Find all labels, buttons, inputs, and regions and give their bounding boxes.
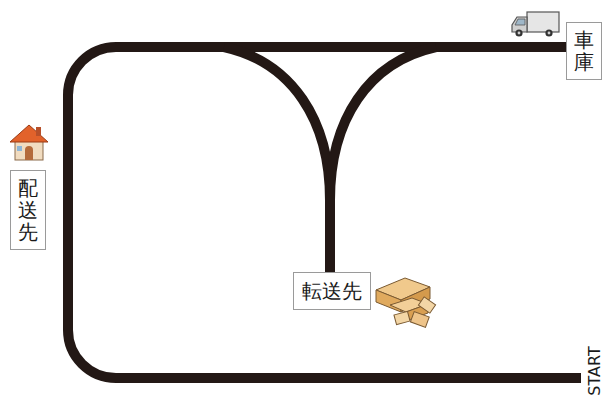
parcels-icon [376,278,436,327]
house-icon [10,125,48,160]
place-name: 車庫 [574,29,594,73]
start-label: START [586,346,602,395]
place-name: 転送先 [302,279,362,303]
road-branch-left [224,47,330,272]
depot-box: 車庫 [566,22,602,80]
destination-box: 配送先 [10,170,46,250]
road-branch-right [330,47,436,200]
transfer-box: 転送先 [293,272,371,310]
road [68,47,581,378]
place-name: 配送先 [18,177,38,243]
road-loop [68,47,581,378]
truck-icon [512,12,559,37]
